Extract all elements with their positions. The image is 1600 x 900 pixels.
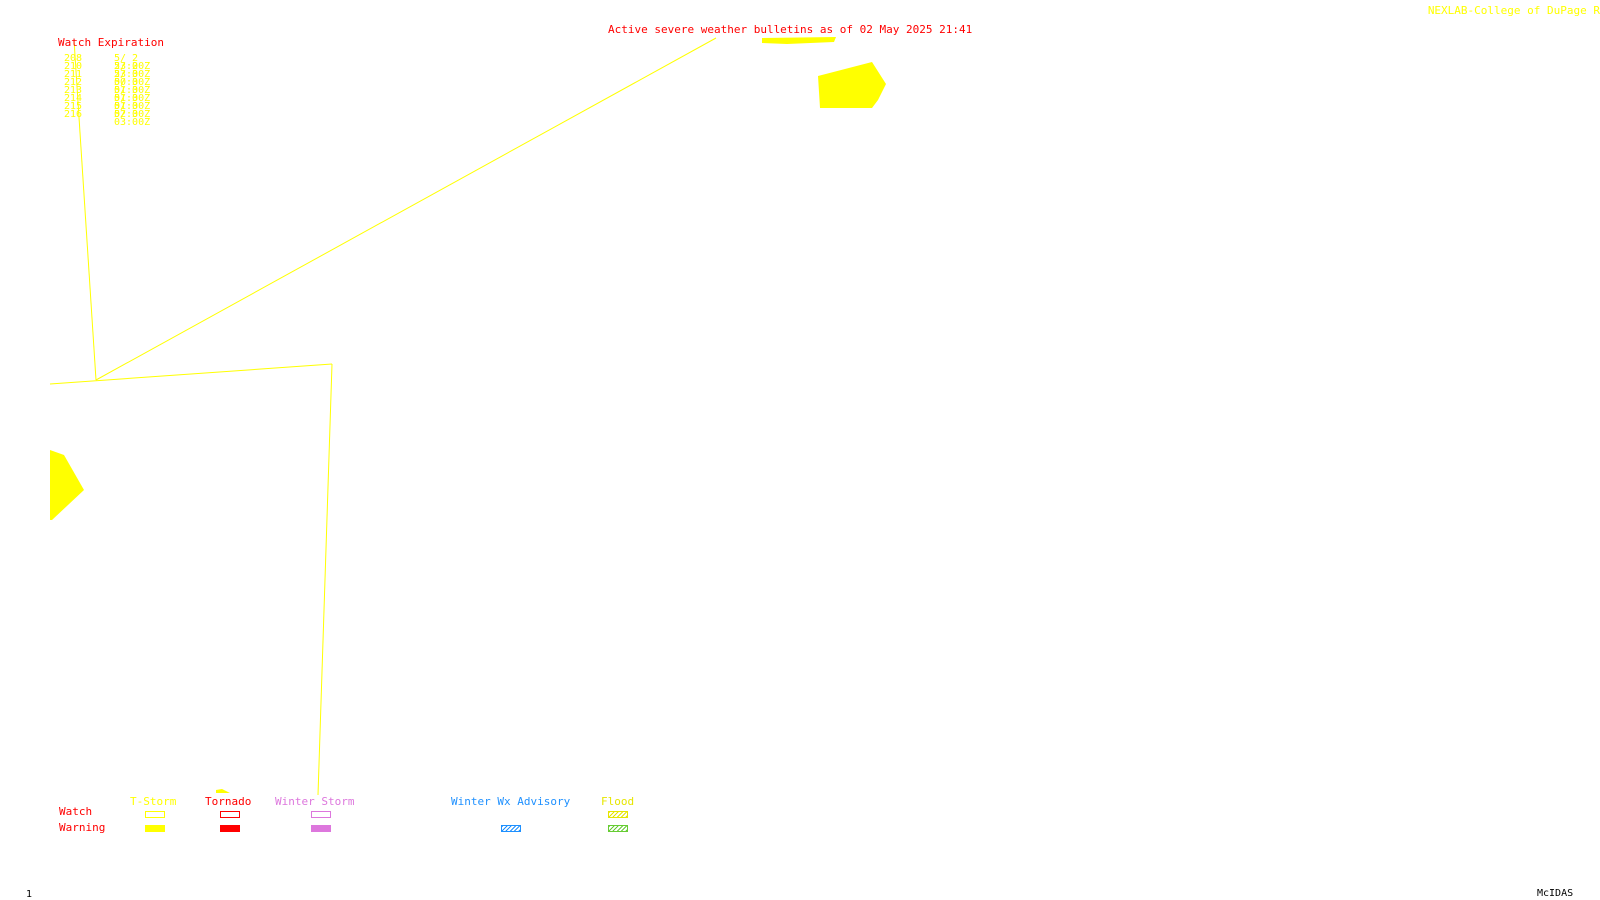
watch-time: 5/ 3 01:00Z	[114, 77, 151, 96]
watch-id: 208	[64, 53, 83, 64]
legend-winter-wx-advisory-label: Winter Wx Advisory	[451, 795, 571, 808]
frame-number: 1	[26, 889, 33, 900]
winter-storm-watch-swatch	[311, 811, 331, 818]
warning-polygon	[818, 62, 886, 108]
watch-time: 5/ 3 00:00Z	[114, 69, 151, 88]
watch-id: 210	[64, 61, 83, 72]
watch-time: 5/ 2 23:00Z	[114, 53, 151, 72]
tstorm-warning-swatch	[145, 825, 165, 832]
watch-id: 211	[64, 69, 83, 80]
legend-row-warning-label: Warning	[59, 821, 106, 834]
watch-id: 214	[64, 93, 83, 104]
legend-flood-label: Flood	[601, 795, 635, 808]
watch-time: 5/ 3 03:00Z	[114, 109, 151, 128]
flood-warning-swatch	[608, 825, 628, 832]
watch-id: 215	[64, 101, 83, 112]
warning-polygon	[762, 37, 836, 44]
watch-outlines	[49, 37, 717, 796]
watch-boundary-line	[95, 37, 717, 381]
watch-time: 5/ 3 01:00Z	[114, 93, 151, 112]
watch-id: 213	[64, 85, 83, 96]
watch-id: 216	[64, 109, 83, 120]
watch-boundary-line	[317, 363, 333, 796]
watch-time: 5/ 3 02:00Z	[114, 101, 151, 120]
watch-id: 212	[64, 77, 83, 88]
credit-label: NEXLAB-College of DuPage R	[1427, 4, 1600, 17]
watch-time: 5/ 2 23:00Z	[114, 61, 151, 80]
tstorm-watch-swatch	[145, 811, 165, 818]
winter-wx-advisory-swatch	[501, 825, 521, 832]
winter-storm-warning-swatch	[311, 825, 331, 832]
warning-polygon	[216, 789, 230, 793]
tornado-watch-swatch	[220, 811, 240, 818]
software-label: McIDAS	[1537, 888, 1574, 899]
watch-expiration-title: Watch Expiration	[58, 36, 164, 49]
page-title: Active severe weather bulletins as of 02…	[608, 23, 973, 36]
watch-boundary-line	[49, 363, 333, 385]
legend-tstorm-label: T-Storm	[130, 795, 177, 808]
watch-boundary-line	[73, 39, 97, 381]
warning-polygon	[50, 450, 84, 520]
warning-polygons	[50, 37, 886, 793]
tornado-warning-swatch	[220, 825, 240, 832]
legend-winter-storm-label: Winter Storm	[275, 795, 355, 808]
legend-tornado-label: Tornado	[205, 795, 252, 808]
watch-time: 5/ 3 01:00Z	[114, 85, 151, 104]
flood-watch-swatch	[608, 811, 628, 818]
legend-row-watch-label: Watch	[59, 805, 93, 818]
